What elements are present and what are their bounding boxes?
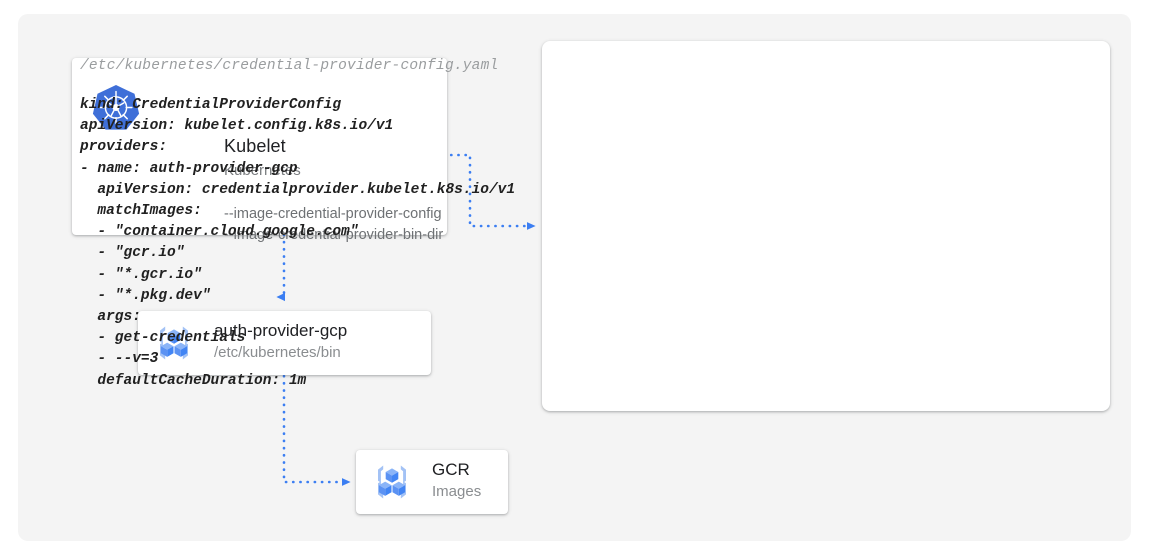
kubelet-flag-config: --image-credential-provider-config bbox=[224, 206, 442, 222]
yaml-config-content: kind: CredentialProviderConfig apiVersio… bbox=[80, 97, 516, 389]
auth-provider-title: auth-provider-gcp bbox=[214, 321, 348, 340]
cube-top bbox=[167, 329, 181, 344]
container-registry-icon bbox=[370, 460, 414, 504]
node-card-kubelet[interactable]: Kubelet Kubernetes --image-credential-pr… bbox=[72, 58, 447, 243]
kubernetes-icon bbox=[90, 82, 142, 134]
auth-provider-subtitle: /etc/kubernetes/bin bbox=[214, 344, 341, 361]
gcr-subtitle: Images bbox=[432, 483, 482, 500]
container-registry-icon bbox=[152, 321, 196, 365]
node-card-gcr[interactable]: GCR Images bbox=[356, 450, 508, 514]
node-card-auth-provider[interactable]: auth-provider-gcp /etc/kubernetes/bin bbox=[138, 311, 431, 375]
kubelet-subtitle: Kubernetes bbox=[224, 162, 301, 179]
cube-bottom-right bbox=[392, 481, 406, 496]
kubelet-flag-bin-dir: --image-credential-provider-bin-dir bbox=[224, 227, 444, 243]
kubelet-title: Kubelet bbox=[224, 136, 286, 156]
cube-top bbox=[385, 468, 399, 483]
yaml-file-path: /etc/kubernetes/credential-provider-conf… bbox=[80, 58, 499, 74]
yaml-config-panel bbox=[542, 41, 1110, 411]
gcr-title: GCR bbox=[432, 460, 470, 479]
